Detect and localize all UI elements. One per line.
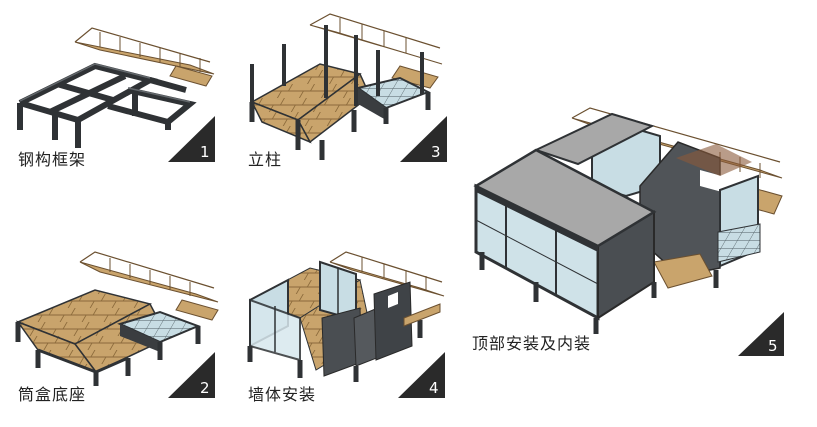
step-2-number: 2 [200, 379, 210, 397]
step-4-badge: 4 [398, 352, 445, 398]
step-2-label: 筒盒底座 [18, 385, 87, 404]
step-5-number: 5 [768, 337, 778, 355]
step-5-complete-house [473, 107, 783, 334]
step-4-number: 4 [429, 379, 439, 397]
step-1-steel-frame [17, 27, 215, 148]
step-4-walls [247, 251, 445, 382]
step-2-box-base [15, 251, 219, 386]
step-3-columns [249, 13, 443, 160]
step-3-label: 立柱 [248, 150, 283, 169]
step-3-badge: 3 [400, 116, 447, 162]
step-1-number: 1 [200, 143, 210, 161]
step-5-badge: 5 [738, 312, 784, 356]
step-2-badge: 2 [168, 352, 215, 398]
step-3-number: 3 [431, 143, 441, 161]
step-1-badge: 1 [168, 116, 215, 162]
step-1-label: 钢构框架 [18, 150, 87, 169]
step-4-label: 墙体安装 [248, 385, 317, 404]
step-5-label: 顶部安装及内装 [472, 334, 592, 353]
